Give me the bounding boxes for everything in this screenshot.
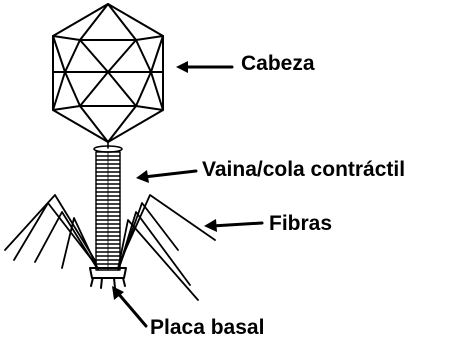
phage-head xyxy=(53,4,163,142)
arrow-fibers-tip xyxy=(204,219,217,232)
label-fibers: Fibras xyxy=(269,213,332,234)
phage-collar xyxy=(94,142,122,152)
label-head: Cabeza xyxy=(241,53,315,74)
arrow-sheath-tip xyxy=(136,170,149,183)
label-baseplate: Placa basal xyxy=(150,317,264,338)
arrow-head-tip xyxy=(176,61,188,73)
arrow-sheath xyxy=(144,171,196,177)
arrow-baseplate xyxy=(117,292,146,326)
base-plate xyxy=(90,268,126,288)
label-sheath: Vaina/cola contráctil xyxy=(202,159,405,180)
arrow-fibers xyxy=(212,223,262,226)
tail-sheath xyxy=(96,152,120,270)
